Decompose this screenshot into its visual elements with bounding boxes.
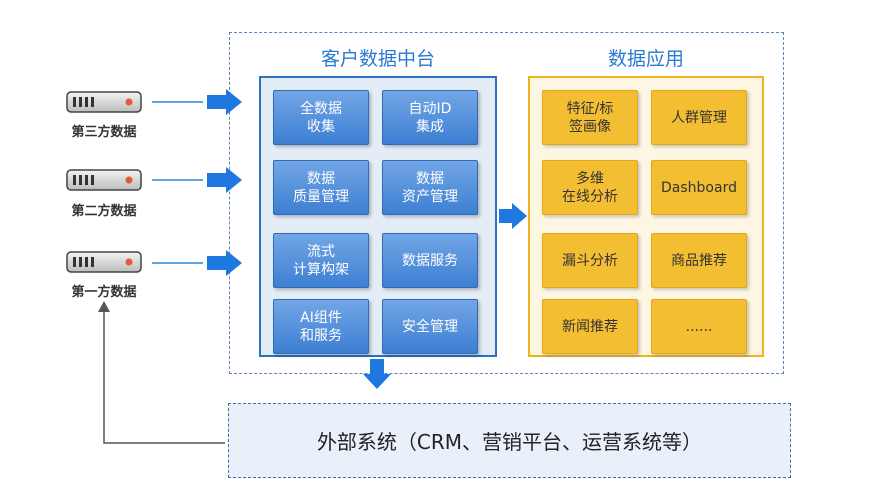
app-module: 商品推荐: [651, 233, 747, 288]
arrow-right-icon: [207, 89, 242, 115]
arrow-down-icon: [363, 359, 391, 389]
app-module: 特征/标 签画像: [542, 90, 638, 145]
server-icon: [66, 91, 142, 113]
source-label: 第三方数据: [71, 125, 137, 140]
external-systems-box: 外部系统（CRM、营销平台、运营系统等）: [228, 403, 791, 478]
apps-title: 数据应用: [607, 48, 684, 70]
feedback-line: [103, 310, 225, 444]
app-module: Dashboard: [651, 160, 747, 215]
cdp-module: 数据 质量管理: [273, 160, 369, 215]
cdp-module: AI组件 和服务: [273, 299, 369, 354]
app-module: 多维 在线分析: [542, 160, 638, 215]
source-label: 第一方数据: [71, 285, 137, 300]
server-icon: [66, 169, 142, 191]
cdp-module: 安全管理: [382, 299, 478, 354]
arrow-right-icon: [499, 203, 527, 229]
app-module: 人群管理: [651, 90, 747, 145]
cdp-module: 流式 计算构架: [273, 233, 369, 288]
source-label: 第二方数据: [71, 204, 137, 219]
cdp-module: 数据 资产管理: [382, 160, 478, 215]
cdp-title: 客户数据中台: [320, 48, 435, 70]
external-systems-label: 外部系统（CRM、营销平台、运营系统等）: [316, 430, 703, 454]
arrow-right-icon: [207, 250, 242, 276]
arrow-right-icon: [207, 167, 242, 193]
app-module: ......: [651, 299, 747, 354]
app-module: 新闻推荐: [542, 299, 638, 354]
platform-frame: [229, 32, 784, 374]
cdp-module: 自动ID 集成: [382, 90, 478, 145]
cdp-module: 数据服务: [382, 233, 478, 288]
arrow-up-icon: [98, 301, 110, 312]
cdp-module: 全数据 收集: [273, 90, 369, 145]
server-icon: [66, 251, 142, 273]
app-module: 漏斗分析: [542, 233, 638, 288]
